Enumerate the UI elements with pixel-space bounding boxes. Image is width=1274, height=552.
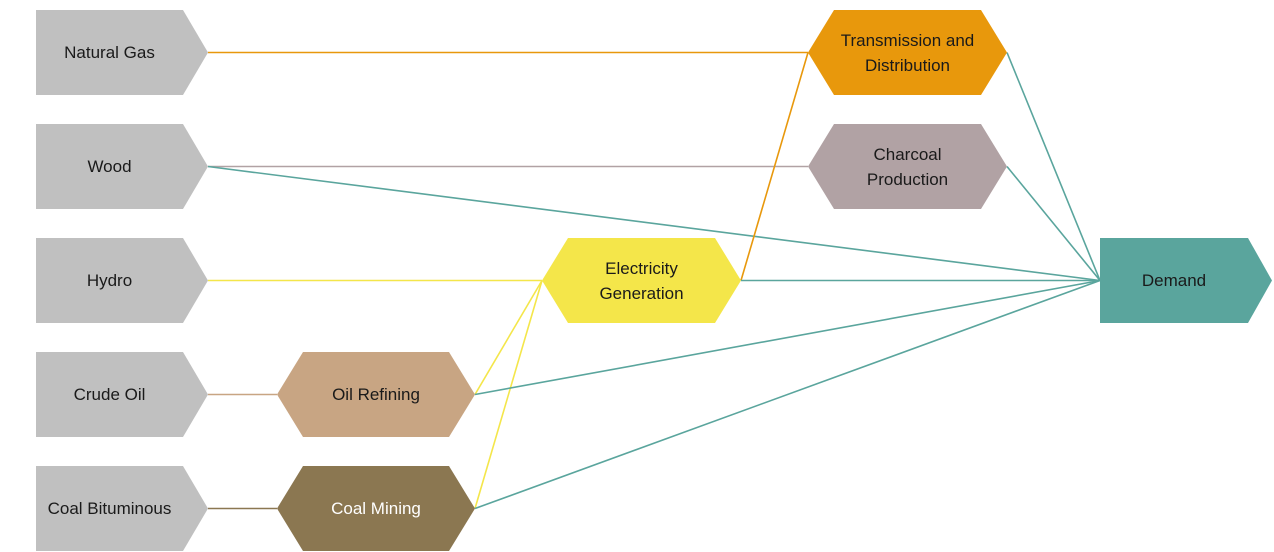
node-label: Coal Mining xyxy=(331,499,421,518)
link-electricity-generation-to-transmission-distribution xyxy=(740,52,809,281)
node-label: Charcoal Production xyxy=(866,144,949,189)
node-label: Crude Oil xyxy=(73,385,146,404)
source-node-coal-bituminous: Coal Bituminous xyxy=(36,466,208,551)
source-node-wood: Wood xyxy=(36,124,208,209)
link-oil-refining-to-electricity-generation xyxy=(474,280,543,395)
link-wood-to-demand xyxy=(207,165,1101,282)
process-node-electricity-generation: Electricity Generation xyxy=(542,238,741,323)
node-label: Coal Bituminous xyxy=(47,499,172,518)
source-node-natural-gas: Natural Gas xyxy=(36,10,208,95)
node-label: Transmission and Distribution xyxy=(840,30,975,75)
node-label: Hydro xyxy=(86,271,133,290)
node-label: Demand xyxy=(1141,271,1207,290)
node-label: Electricity Generation xyxy=(599,258,684,303)
process-node-transmission-distribution: Transmission and Distribution xyxy=(808,10,1007,95)
link-coal-mining-to-demand xyxy=(474,279,1101,510)
node-label: Oil Refining xyxy=(332,385,420,404)
process-node-oil-refining: Oil Refining xyxy=(277,352,475,437)
link-transmission-distribution-to-demand xyxy=(1006,52,1101,281)
process-node-charcoal-production: Charcoal Production xyxy=(808,124,1007,209)
source-node-hydro: Hydro xyxy=(36,238,208,323)
node-label: Natural Gas xyxy=(64,43,155,62)
node-label: Wood xyxy=(87,157,132,176)
source-node-crude-oil: Crude Oil xyxy=(36,352,208,437)
link-oil-refining-to-demand xyxy=(474,279,1101,396)
demand-node: Demand xyxy=(1100,238,1272,323)
process-node-coal-mining: Coal Mining xyxy=(277,466,475,551)
link-coal-mining-to-electricity-generation xyxy=(474,280,543,509)
link-charcoal-production-to-demand xyxy=(1006,165,1101,282)
